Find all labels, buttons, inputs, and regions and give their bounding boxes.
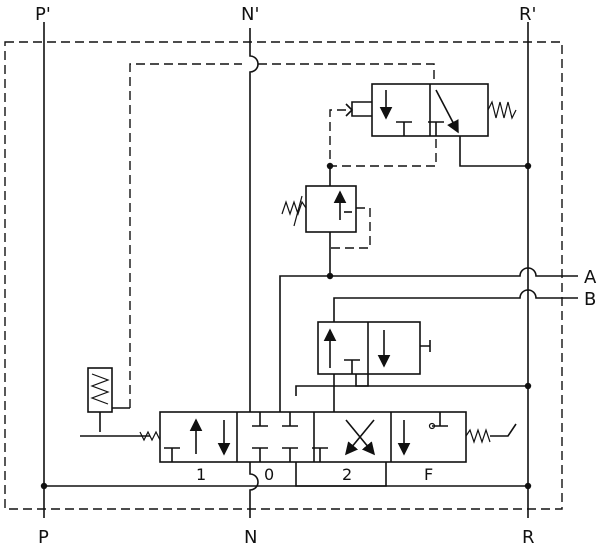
port-r-bottom-label: R: [522, 527, 535, 548]
junction-r-mid: [524, 382, 532, 390]
port-n-bottom-label: N: [244, 527, 257, 548]
port-b-label: B: [584, 289, 596, 310]
right-actuator: [465, 423, 517, 444]
junction-r-bottom: [524, 482, 532, 490]
port-a-label: A: [584, 267, 597, 288]
position-2-label: 2: [342, 465, 352, 484]
position-0-label: 0: [264, 465, 274, 484]
pilot-line-top: [129, 63, 435, 408]
pilot-valve-top: [345, 83, 528, 167]
port-p-bottom-label: P: [38, 527, 49, 548]
junction-r-top: [524, 162, 532, 170]
junction-p: [40, 482, 48, 490]
middle-valve: [295, 321, 528, 396]
line-n: [249, 28, 259, 518]
port-p-top-label: P': [35, 4, 51, 25]
port-n-top-label: N': [241, 4, 259, 25]
port-r-top-label: R': [519, 4, 536, 25]
left-actuator: [80, 367, 161, 442]
pressure-valve: [281, 166, 371, 276]
position-1-label: 1: [196, 465, 206, 484]
position-f-label: F: [424, 465, 433, 484]
main-directional-valve: [159, 411, 467, 487]
line-b: [333, 289, 578, 412]
line-a: [279, 267, 578, 412]
